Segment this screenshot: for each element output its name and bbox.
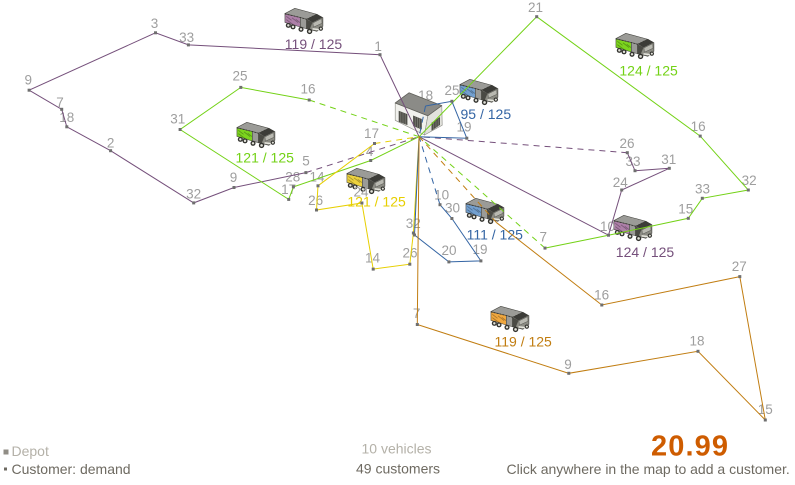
svg-text:9: 9 bbox=[230, 170, 238, 185]
svg-text:25: 25 bbox=[444, 83, 459, 98]
svg-text:19: 19 bbox=[472, 242, 487, 257]
svg-text:14: 14 bbox=[365, 251, 381, 266]
svg-text:16: 16 bbox=[594, 288, 609, 303]
svg-text:111 / 125: 111 / 125 bbox=[467, 226, 524, 242]
svg-text:24: 24 bbox=[353, 184, 369, 199]
svg-text:15: 15 bbox=[678, 201, 693, 216]
svg-text:1: 1 bbox=[374, 39, 382, 54]
svg-text:32: 32 bbox=[406, 216, 421, 231]
svg-text:18: 18 bbox=[689, 334, 704, 349]
svg-text:19: 19 bbox=[456, 120, 471, 135]
svg-text:18: 18 bbox=[59, 110, 74, 125]
svg-text:121 / 125: 121 / 125 bbox=[236, 149, 295, 165]
svg-text:7: 7 bbox=[540, 230, 548, 245]
svg-text:10 vehicles: 10 vehicles bbox=[362, 441, 432, 457]
svg-text:25: 25 bbox=[232, 69, 247, 84]
svg-text:32: 32 bbox=[186, 186, 201, 201]
svg-text:33: 33 bbox=[695, 181, 710, 196]
svg-text:31: 31 bbox=[661, 152, 676, 167]
svg-text:124 / 125: 124 / 125 bbox=[619, 63, 678, 79]
svg-text:49 customers: 49 customers bbox=[356, 461, 440, 477]
svg-text:16: 16 bbox=[300, 82, 315, 97]
svg-text:124 / 125: 124 / 125 bbox=[616, 244, 675, 260]
svg-text:10: 10 bbox=[434, 188, 449, 203]
svg-text:7: 7 bbox=[56, 95, 64, 110]
svg-text:20.99: 20.99 bbox=[651, 431, 729, 463]
svg-text:26: 26 bbox=[619, 136, 634, 151]
svg-text:26: 26 bbox=[402, 246, 417, 261]
svg-text:32: 32 bbox=[742, 173, 757, 188]
svg-text:4: 4 bbox=[366, 144, 374, 159]
svg-text:9: 9 bbox=[25, 73, 33, 88]
svg-text:119 / 125: 119 / 125 bbox=[285, 36, 343, 52]
svg-text:30: 30 bbox=[445, 201, 460, 216]
svg-text:17: 17 bbox=[281, 182, 296, 197]
svg-text:Customer: demand: Customer: demand bbox=[12, 461, 131, 477]
svg-text:2: 2 bbox=[107, 136, 115, 151]
svg-text:14: 14 bbox=[309, 170, 325, 185]
svg-text:16: 16 bbox=[691, 119, 706, 134]
svg-text:Depot: Depot bbox=[12, 443, 49, 459]
svg-text:5: 5 bbox=[302, 154, 310, 169]
svg-text:9: 9 bbox=[564, 357, 572, 372]
svg-text:26: 26 bbox=[308, 193, 323, 208]
svg-text:33: 33 bbox=[179, 30, 194, 45]
svg-text:7: 7 bbox=[413, 306, 421, 321]
svg-text:119 / 125: 119 / 125 bbox=[495, 334, 553, 350]
svg-text:31: 31 bbox=[170, 112, 185, 127]
svg-text:27: 27 bbox=[732, 259, 747, 274]
svg-text:20: 20 bbox=[441, 243, 456, 258]
svg-text:3: 3 bbox=[151, 16, 159, 31]
svg-text:Click anywhere in the map to a: Click anywhere in the map to add a custo… bbox=[507, 461, 790, 477]
svg-text:24: 24 bbox=[613, 175, 629, 190]
svg-text:21: 21 bbox=[528, 0, 543, 15]
svg-text:17: 17 bbox=[364, 126, 379, 141]
svg-text:15: 15 bbox=[758, 402, 773, 417]
svg-text:95 / 125: 95 / 125 bbox=[461, 106, 512, 122]
svg-text:10: 10 bbox=[600, 219, 615, 234]
svg-text:28: 28 bbox=[285, 170, 300, 185]
